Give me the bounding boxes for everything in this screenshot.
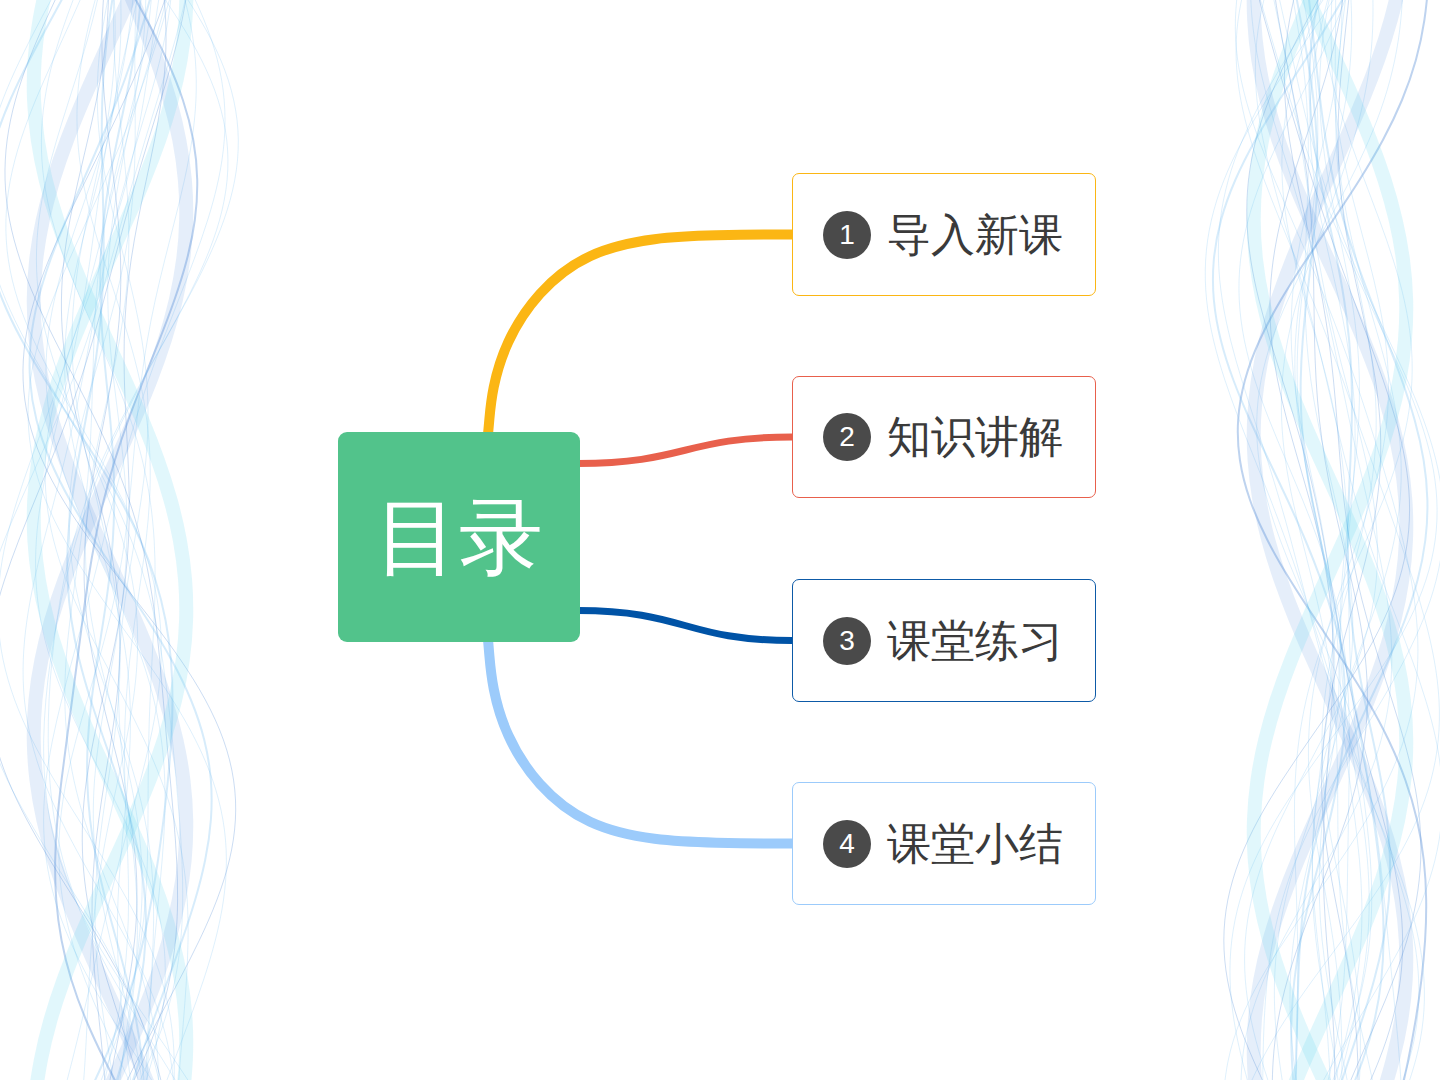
wave-line [1236, 0, 1439, 1080]
wave-band [34, 0, 187, 1080]
wave-line [1238, 0, 1429, 1080]
wave-band [34, 0, 187, 1080]
number-badge: 2 [823, 413, 871, 461]
wave-line [1230, 0, 1437, 1080]
wave-band [1254, 0, 1407, 1080]
wave-line [1223, 0, 1418, 1080]
wave-group [0, 0, 238, 1080]
wave-line [1218, 0, 1424, 1080]
topic-box: 3 课堂练习 [792, 579, 1096, 702]
wave-line [23, 0, 236, 1080]
wave-group [1205, 0, 1440, 1080]
topic-label: 课堂练习 [887, 619, 1063, 663]
branch-connector [578, 611, 792, 641]
number-badge: 1 [823, 211, 871, 259]
wave-band [1254, 0, 1407, 1080]
branch-connector [488, 235, 792, 435]
wave-line [1205, 0, 1419, 1080]
topic-label: 课堂小结 [887, 822, 1063, 866]
title-text: 目录 [375, 495, 543, 579]
topic-box: 4 课堂小结 [792, 782, 1096, 905]
branch-connector [488, 640, 792, 844]
number-badge: 3 [823, 617, 871, 665]
wave-band [1254, 0, 1407, 1080]
topic-box: 2 知识讲解 [792, 376, 1096, 498]
wave-band [34, 0, 187, 1080]
wave-line [1224, 0, 1410, 1080]
number-badge: 4 [823, 820, 871, 868]
wave-band [34, 0, 187, 1080]
wave-band [1254, 0, 1407, 1080]
branch-connector [578, 437, 792, 464]
topic-label: 知识讲解 [887, 415, 1063, 459]
wave-line [30, 0, 212, 1080]
topic-label: 导入新课 [887, 213, 1063, 257]
central-topic-box: 目录 [338, 432, 580, 642]
wave-line [28, 0, 226, 1080]
topic-box: 1 导入新课 [792, 173, 1096, 296]
